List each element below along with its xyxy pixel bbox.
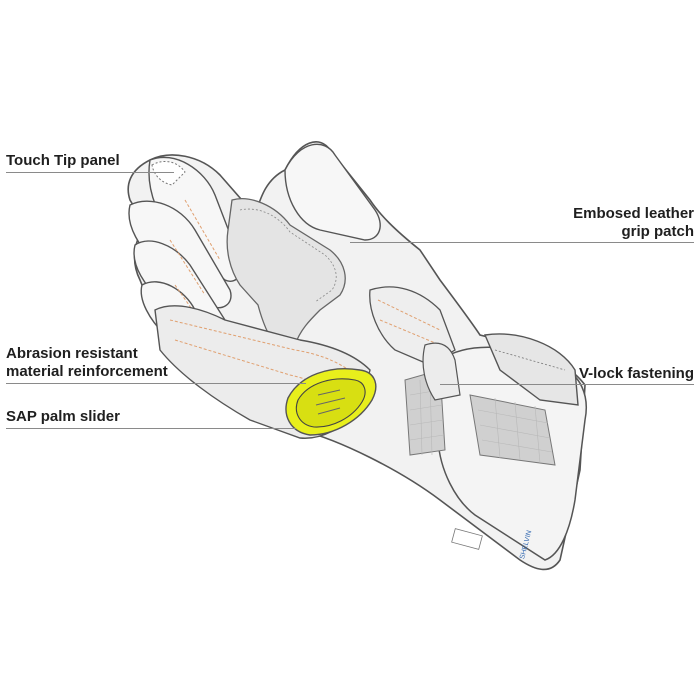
stitch-line-2 xyxy=(169,239,206,296)
touch-tip-label: Touch Tip panel xyxy=(6,152,120,169)
grip-patch-label-2: grip patch xyxy=(621,223,694,240)
v-lock-strap xyxy=(483,333,579,406)
abrasion-leader xyxy=(6,383,306,384)
touch-tip-panel xyxy=(151,161,186,186)
thumb xyxy=(284,143,381,241)
stitch-line-1 xyxy=(184,199,221,261)
touch-tip-leader xyxy=(6,172,174,173)
sap-slider-label: SAP palm slider xyxy=(6,408,120,425)
wrist-closure xyxy=(422,342,461,401)
sap-slider xyxy=(295,378,366,428)
grip-patch-leader xyxy=(350,242,694,243)
v-lock-leader xyxy=(440,384,694,385)
abrasion-label-1: Abrasion resistant xyxy=(6,345,138,362)
sap-slider-leader xyxy=(6,428,296,429)
grip-patch-label-1: Embosed leather xyxy=(573,205,694,222)
abrasion-label-2: material reinforcement xyxy=(6,363,168,380)
grip-patch xyxy=(226,198,346,346)
cuff-tag xyxy=(451,528,483,550)
v-lock-label: V-lock fastening xyxy=(578,365,694,382)
